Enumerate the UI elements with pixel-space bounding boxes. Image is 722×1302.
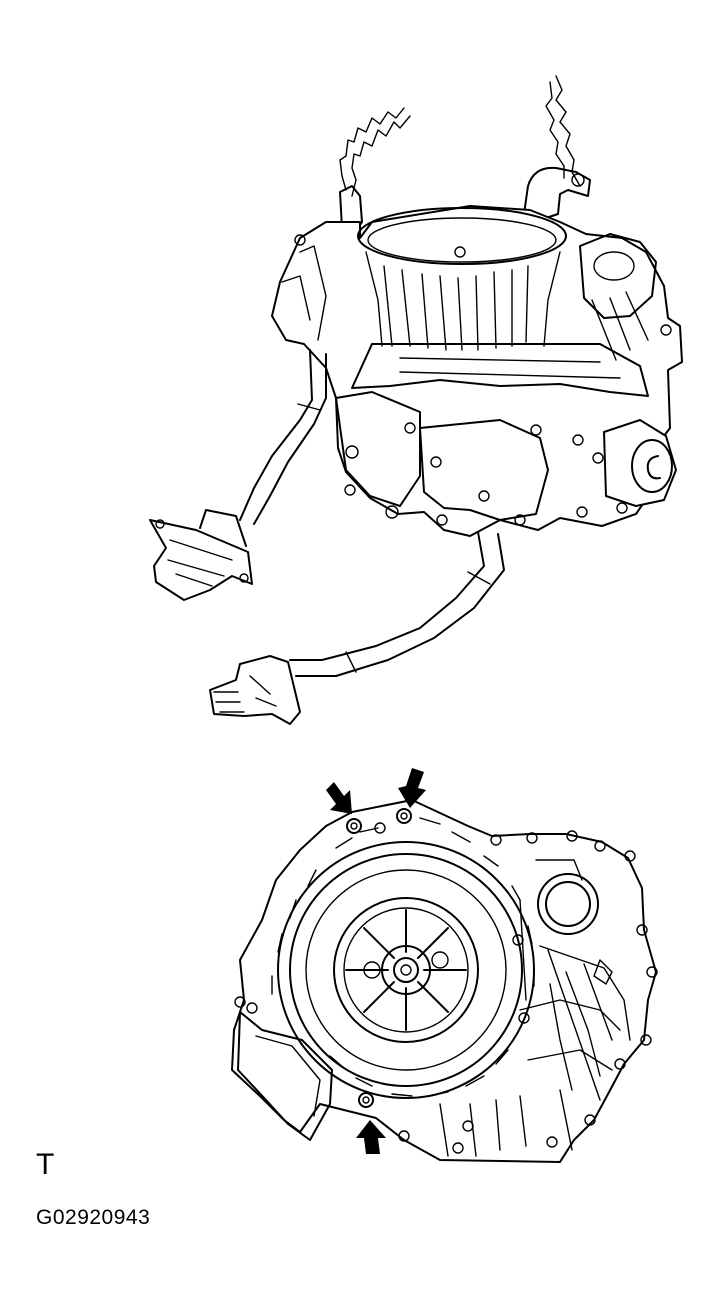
arrow-bolt-3: [356, 1120, 386, 1154]
case-bolts: [294, 234, 672, 526]
rotor-hub: [345, 909, 467, 1031]
arrow-bolt-1: [326, 782, 352, 814]
right-lifting-chain: [523, 75, 591, 219]
lower-power-cable: [209, 531, 505, 725]
transaxle-hoist-illustration: [149, 75, 683, 725]
marker-letter: T: [36, 1148, 55, 1181]
housing-bolts: [234, 808, 658, 1154]
housing-bolt-diagram: [231, 768, 658, 1163]
figure-id: G02920943: [36, 1206, 151, 1229]
transaxle-case: [271, 205, 683, 537]
left-power-cable: [149, 349, 327, 601]
gear-case-section: [439, 859, 631, 1157]
transaxle-housing: [231, 799, 657, 1163]
arrow-bolt-2: [398, 768, 426, 808]
